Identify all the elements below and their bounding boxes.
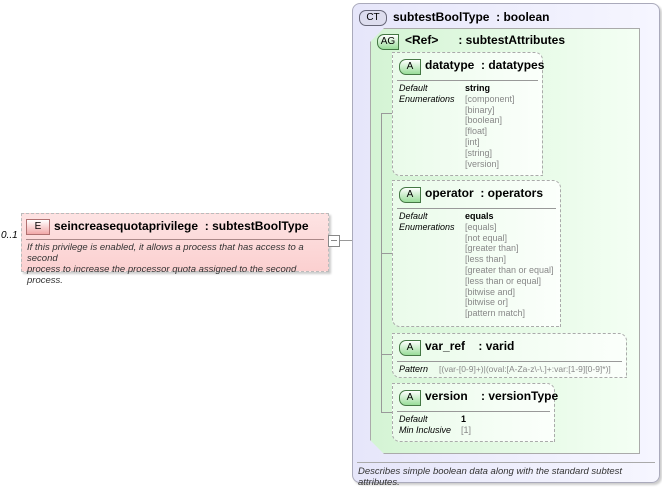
default-value: equals [465, 211, 494, 221]
element-box[interactable]: E seincreasequotaprivilege : subtestBool… [21, 213, 329, 286]
attribute-version[interactable]: A version : versionType Default Min Incl… [392, 383, 559, 442]
complex-type-title: subtestBoolType : boolean [393, 10, 550, 24]
enumeration-value: [version] [465, 158, 500, 169]
tree-line [381, 113, 392, 114]
enumeration-value: [float] [465, 126, 488, 137]
divider [397, 361, 622, 362]
enumeration-value: [less than or equal] [465, 275, 542, 286]
enumeration-value: [pattern match] [465, 308, 526, 319]
attribute-var-ref[interactable]: A var_ref : varid Pattern [(var-[0-9]+)|… [392, 333, 627, 378]
connector-line [340, 240, 352, 241]
divider [397, 208, 556, 209]
enumerations-label: Enumerations [399, 221, 455, 232]
attribute-operator[interactable]: A operator : operators Default Enumerati… [392, 180, 561, 327]
divider [397, 411, 550, 412]
enumerations-label: Enumerations [399, 93, 455, 104]
attribute-title: operator : operators [425, 186, 544, 200]
enumeration-value: [not equal] [465, 232, 508, 243]
enumeration-value: [boolean] [465, 115, 503, 126]
attribute-group-title: <Ref> : subtestAttributes [405, 33, 566, 47]
enumeration-value: [bitwise and] [465, 286, 516, 297]
element-badge: E [26, 219, 50, 235]
element-title: seincreasequotaprivilege : subtestBoolTy… [54, 219, 309, 233]
collapse-toggle[interactable] [328, 235, 340, 247]
complex-type-doc: Describes simple boolean data along with… [358, 466, 623, 488]
attribute-title: version : versionType [425, 389, 559, 403]
default-label: Default [399, 414, 428, 424]
tree-line [381, 253, 392, 254]
doc-line: process to increase the processor quota … [27, 264, 297, 286]
attribute-badge: A [399, 187, 421, 203]
enumeration-value: [equals] [465, 221, 497, 232]
tree-line [381, 113, 382, 413]
attribute-badge: A [399, 390, 421, 406]
enumeration-value: [component] [465, 93, 515, 104]
default-value: 1 [461, 414, 467, 424]
attribute-title: datatype : datatypes [425, 58, 545, 72]
element-doc: If this privilege is enabled, it allows … [27, 242, 328, 286]
attribute-badge: A [399, 59, 421, 75]
occurrence-label: 0..1 [1, 230, 18, 241]
default-label: Default [399, 83, 428, 93]
enumeration-value: [less than] [465, 254, 507, 265]
complex-type-badge: CT [359, 10, 387, 26]
pattern-label: Pattern [399, 364, 429, 374]
enumeration-value: [greater than] [465, 243, 519, 254]
attribute-badge: A [399, 340, 421, 356]
divider [397, 80, 538, 81]
default-label: Default [399, 211, 428, 221]
enumeration-value: [int] [465, 137, 480, 147]
divider [26, 239, 324, 240]
tree-line [381, 354, 392, 355]
default-value: string [465, 83, 491, 93]
enumeration-value: [bitwise or] [465, 297, 509, 308]
min-inclusive-value: [1] [461, 424, 472, 435]
enumeration-value: [binary] [465, 104, 495, 115]
doc-line: If this privilege is enabled, it allows … [27, 242, 304, 264]
min-inclusive-label: Min Inclusive [399, 424, 452, 435]
divider [357, 462, 655, 463]
enumeration-value: [greater than or equal] [465, 265, 554, 275]
pattern-value: [(var-[0-9]+)|(oval:[A-Za-z\-\.]+:var:[1… [439, 364, 611, 374]
tree-line [381, 412, 392, 413]
attribute-datatype[interactable]: A datatype : datatypes Default Enumerati… [392, 52, 545, 176]
attribute-group-badge: AG [377, 34, 399, 50]
attribute-title: var_ref : varid [425, 339, 515, 353]
enumeration-value: [string] [465, 147, 493, 158]
